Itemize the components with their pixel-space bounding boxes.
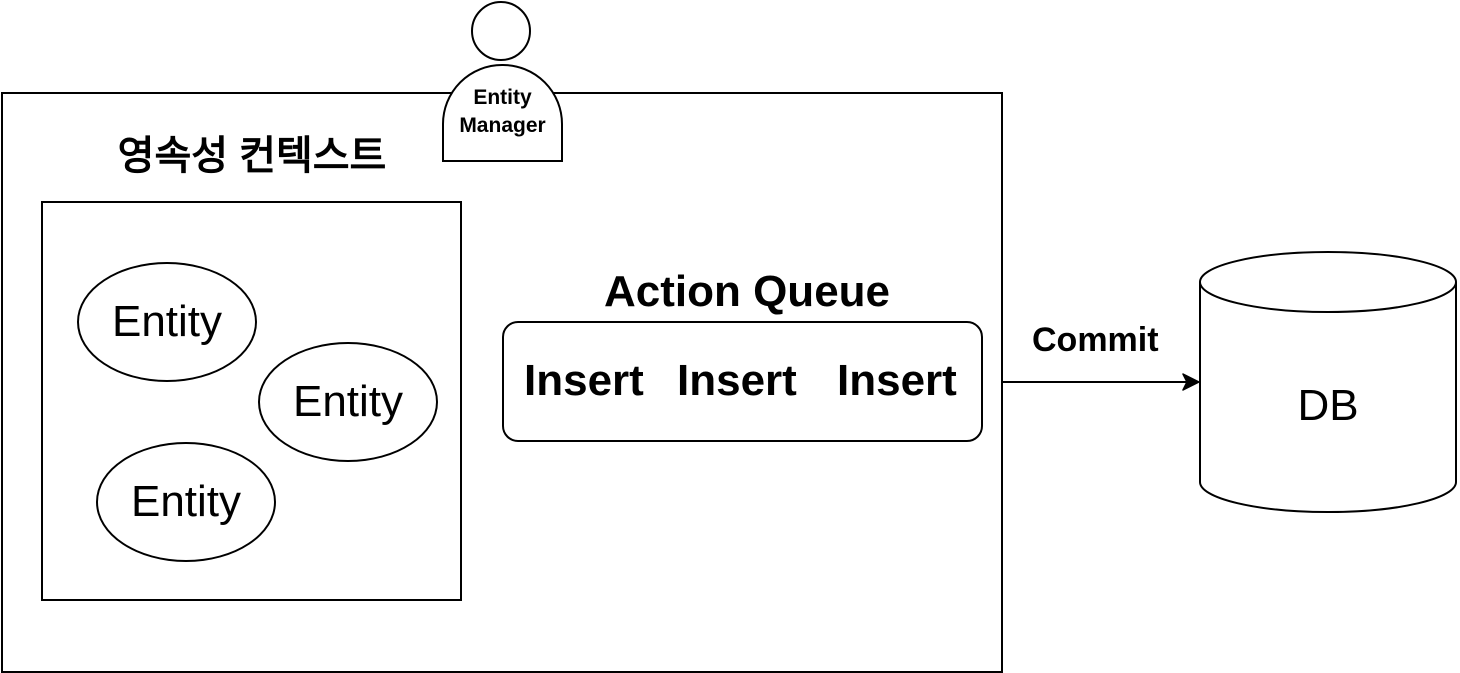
queue-item-insert: Insert bbox=[677, 356, 797, 405]
commit-arrow-icon bbox=[1003, 373, 1200, 391]
queue-item-insert: Insert bbox=[524, 356, 644, 405]
persistence-context-title: 영속성 컨텍스트 bbox=[117, 134, 387, 178]
entity-manager-label: Entity Manager bbox=[459, 86, 546, 137]
database-cylinder-icon bbox=[1199, 251, 1457, 513]
entity-manager-head-icon bbox=[471, 1, 531, 61]
commit-label: Commit bbox=[1032, 321, 1159, 359]
entity-label: Entity bbox=[130, 477, 242, 526]
entity-manager-body-icon bbox=[442, 64, 563, 162]
queue-item-insert: Insert bbox=[837, 356, 957, 405]
entity-node: Entity bbox=[96, 442, 276, 562]
action-queue-box bbox=[502, 321, 983, 442]
entity-label: Entity bbox=[111, 297, 223, 346]
entity-node: Entity bbox=[77, 262, 257, 382]
action-queue-title: Action Queue bbox=[603, 267, 891, 316]
database-label: DB bbox=[1297, 381, 1359, 430]
entity-label: Entity bbox=[292, 377, 404, 426]
entity-node: Entity bbox=[258, 342, 438, 462]
